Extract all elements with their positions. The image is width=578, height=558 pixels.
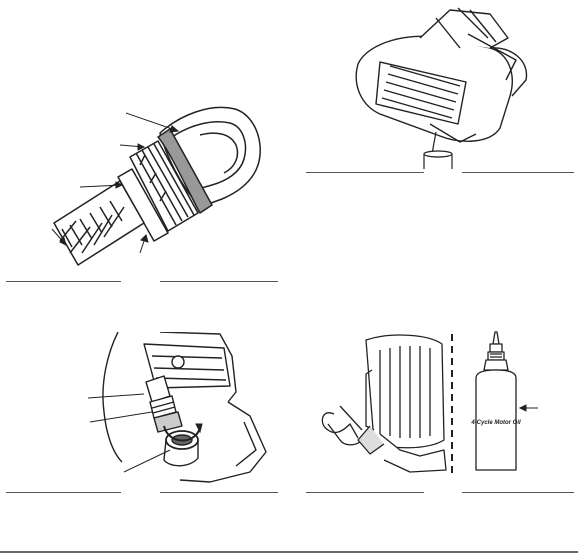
page-bottom-rule <box>0 551 578 553</box>
caption-rule-left <box>6 281 121 282</box>
figure-engine-draining <box>340 4 540 169</box>
caption-rule-right-2 <box>462 172 574 173</box>
figure-oil-fill-engine <box>310 330 450 480</box>
caption-rule-right-3 <box>160 492 278 493</box>
caption-rule-right <box>160 281 278 282</box>
caption-rule-right-4 <box>462 492 574 493</box>
figure-oil-cap-dipstick <box>40 95 280 285</box>
caption-rule-left-4 <box>306 492 424 493</box>
dashed-divider <box>450 334 454 474</box>
engine-draining-illustration <box>340 4 540 169</box>
oil-bottle-label: 4-Cycle Motor Oil <box>470 420 521 426</box>
oil-fill-port-illustration <box>60 332 280 488</box>
oil-bottle: 4-Cycle Motor Oil <box>462 330 572 480</box>
figure-oil-fill-port <box>60 332 280 488</box>
caption-rule-left-2 <box>306 172 424 173</box>
oil-fill-engine-illustration <box>310 330 450 480</box>
oil-bottle-illustration: 4-Cycle Motor Oil <box>462 330 572 480</box>
caption-rule-left-3 <box>6 492 121 493</box>
oil-cap-dipstick-illustration <box>40 95 280 285</box>
